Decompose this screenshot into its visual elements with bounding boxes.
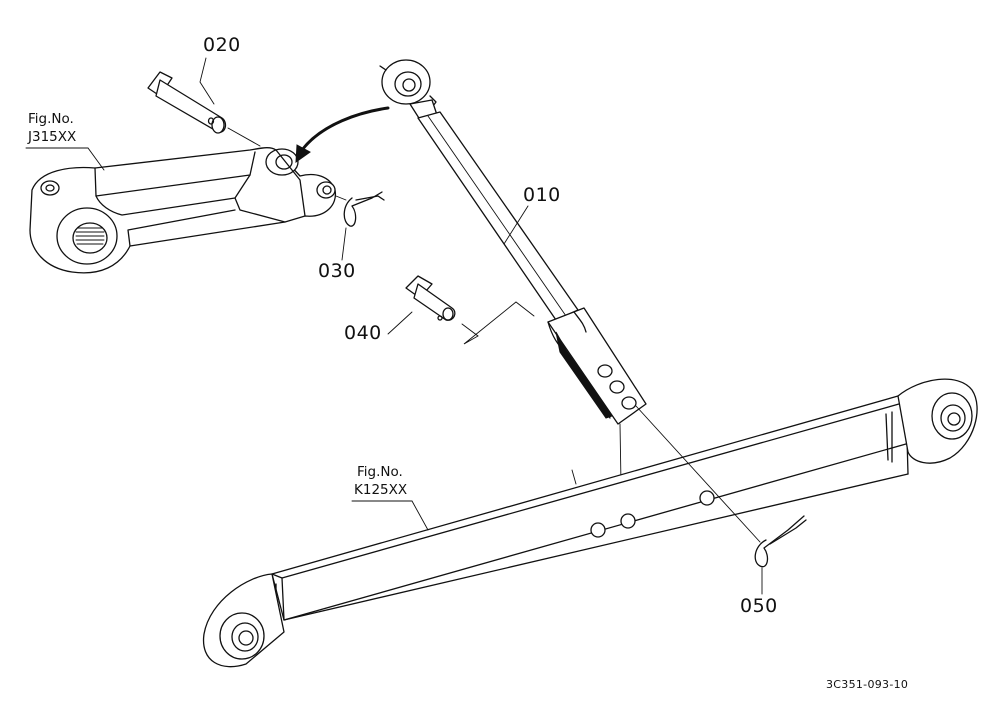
fig-ref-number-j: J315XX (28, 129, 77, 145)
top-link-010 (379, 59, 647, 485)
lift-arm (29, 147, 337, 274)
pin-020 (147, 71, 261, 147)
part-label-020: 020 (203, 34, 241, 56)
part-label-050: 050 (740, 595, 778, 617)
leader-lines (25, 57, 763, 595)
assembly-arrow (295, 106, 390, 164)
drawing-code: 3C351-093-10 (826, 678, 909, 691)
part-label-030: 030 (318, 260, 356, 282)
fig-ref-label-k: Fig.No. (357, 464, 403, 480)
fig-ref-number-k: K125XX (354, 482, 408, 498)
part-label-040: 040 (344, 322, 382, 344)
fig-ref-label-j: Fig.No. (28, 111, 74, 127)
clip-050 (635, 405, 807, 568)
clip-030 (335, 191, 385, 227)
part-label-010: 010 (523, 184, 561, 206)
pin-040 (405, 275, 535, 345)
lower-link (202, 378, 978, 668)
